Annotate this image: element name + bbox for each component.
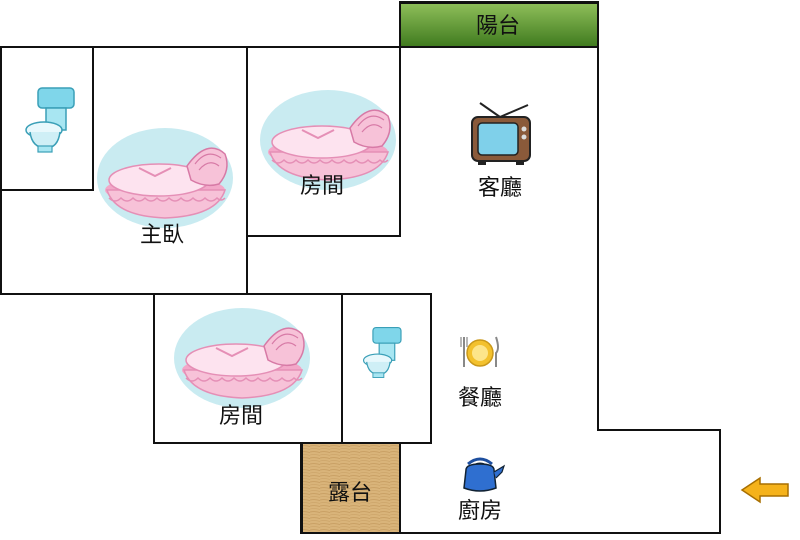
toilet-icon [25,87,75,153]
toilet-icon [362,326,402,379]
bedroom-upper-label: 房間 [300,174,344,199]
living-room-label: 客廳 [478,176,522,201]
bedroom-upper-wall [246,46,401,237]
entrance-arrow-icon [740,476,789,504]
dining-room-label: 餐廳 [458,386,502,411]
tv-icon [471,102,531,165]
bassinet-bed-icon [173,307,311,409]
master-bedroom-label: 主臥 [140,223,184,248]
kettle-icon [463,457,506,492]
bedroom-lower-label: 房間 [219,404,263,429]
kitchen-label: 廚房 [458,499,502,524]
bassinet-bed-icon [96,127,234,229]
terrace-area [301,442,401,534]
plate-cutlery-icon [460,336,499,367]
balcony-area [399,2,599,48]
terrace-label: 露台 [328,481,372,506]
balcony-label: 陽台 [476,14,520,39]
